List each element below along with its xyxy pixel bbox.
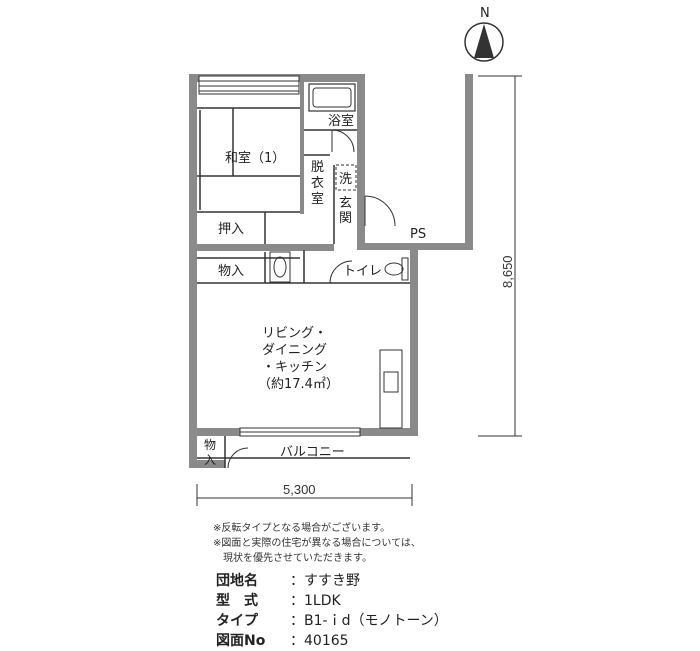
bathtub <box>308 83 356 112</box>
info-row-drawing-no: 図面No：40165 <box>216 633 349 649</box>
note-line: ※図面と実際の住宅が異なる場合については、 <box>213 538 421 549</box>
room-datsuishitsu-2: 衣 <box>311 175 324 191</box>
notes: ※反転タイプとなる場合がございます。 ※図面と実際の住宅が異なる場合については、… <box>213 521 421 566</box>
partitions <box>197 107 410 468</box>
room-mono2-1: 物 <box>204 438 216 452</box>
info-key: 団地名 <box>216 573 258 589</box>
room-toilet: トイレ <box>343 264 382 279</box>
info-row-type: 型 式：1LDK <box>216 593 341 609</box>
doors <box>227 129 396 469</box>
property-info: 団地名：すすき野 型 式：1LDK タイプ：B1-ｉd（モノトーン） 図面No：… <box>216 571 448 651</box>
washer-space <box>335 164 357 191</box>
dimension-width: 5,300 <box>283 482 316 497</box>
room-ldk-line1: リビング・ <box>262 326 327 341</box>
dimension-lines <box>196 75 522 506</box>
info-value: B1-ｉd（モノトーン） <box>304 613 448 629</box>
sink <box>269 251 291 283</box>
note-line: 現状を優先させていただきます。 <box>213 553 372 564</box>
info-value: すすき野 <box>304 573 360 589</box>
room-washitsu: 和室（1） <box>225 150 285 166</box>
room-mono2-2: 入 <box>204 453 216 467</box>
room-sen: 洗 <box>339 172 352 187</box>
room-ldk-line2: ダイニング <box>262 343 327 358</box>
toilet-fixture <box>384 257 409 281</box>
room-genkan-1: 玄 <box>339 196 352 211</box>
note-line: ※反転タイプとなる場合がございます。 <box>213 523 391 534</box>
info-row-variant: タイプ：B1-ｉd（モノトーン） <box>216 613 448 629</box>
info-key: 型 式 <box>216 593 258 609</box>
info-value: 40165 <box>304 633 349 649</box>
room-ldk-line3: ・キッチン <box>262 360 327 375</box>
room-oshiire: 押入 <box>218 222 244 237</box>
room-genkan-2: 関 <box>339 211 352 226</box>
kitchen-counter <box>379 349 403 429</box>
floor-plan: N 和室（1） 浴室 脱 衣 室 洗 玄 関 押入 物入 トイレ リビング・ ダ… <box>189 6 522 506</box>
dimension-depth: 8,650 <box>500 255 515 288</box>
room-ldk-area: （約17.4㎡） <box>258 377 339 392</box>
info-key: 図面No <box>216 633 266 649</box>
room-datsuishitsu-3: 室 <box>311 191 324 207</box>
info-row-danchi: 団地名：すすき野 <box>216 573 360 589</box>
compass: N <box>464 6 504 62</box>
windows <box>198 75 361 437</box>
compass-north-label: N <box>480 6 490 21</box>
room-yokushitsu: 浴室 <box>328 113 354 129</box>
room-mono1: 物入 <box>218 264 244 279</box>
room-ps: PS <box>410 227 426 242</box>
info-key: タイプ <box>216 613 258 629</box>
room-datsuishitsu-1: 脱 <box>311 160 324 175</box>
room-balcony: バルコニー <box>280 445 345 460</box>
info-value: 1LDK <box>304 593 341 609</box>
